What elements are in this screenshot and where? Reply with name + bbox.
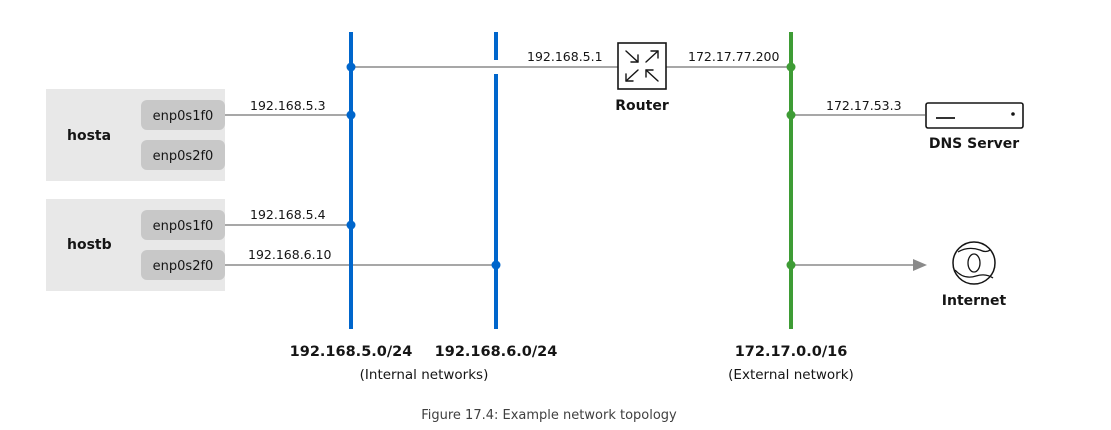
- internet-label: Internet: [942, 293, 1007, 309]
- host-hostb: hostb enp0s1f0 enp0s2f0: [46, 199, 225, 291]
- junction-dot: [786, 110, 796, 120]
- ip-label-hosta-nic1: 192.168.5.3: [250, 98, 326, 113]
- globe-icon: [952, 241, 996, 285]
- wires: [225, 66, 927, 271]
- junction-dot: [786, 260, 796, 270]
- figure-caption: Figure 17.4: Example network topology: [421, 408, 677, 423]
- nic-enp0s1f0: [141, 100, 225, 130]
- junction-dot: [786, 62, 796, 72]
- nic-enp0s2f0: [141, 250, 225, 280]
- internal-networks-label: (Internal networks): [360, 367, 489, 383]
- ip-label-hostb-nic2: 192.168.6.10: [248, 247, 332, 262]
- network-cidr-label: 172.17.0.0/16: [735, 344, 848, 360]
- nic-label: enp0s1f0: [153, 109, 214, 124]
- ip-label-dns: 172.17.53.3: [826, 98, 902, 113]
- host-name: hostb: [67, 237, 112, 253]
- junction-dot: [346, 220, 356, 230]
- server-icon: [925, 102, 1024, 129]
- nic-enp0s1f0: [141, 210, 225, 240]
- external-network-label: (External network): [728, 367, 854, 383]
- nic-enp0s2f0: [141, 140, 225, 170]
- nic-label: enp0s2f0: [153, 259, 214, 274]
- ip-label-hostb-nic1: 192.168.5.4: [250, 207, 326, 222]
- ip-label-router-internal: 192.168.5.1: [527, 49, 603, 64]
- ip-label-router-external: 172.17.77.200: [688, 49, 779, 64]
- router-label: Router: [615, 98, 669, 114]
- junction-dot: [346, 110, 356, 120]
- arrowhead-internet: [913, 259, 927, 271]
- junction-dot: [346, 62, 356, 72]
- router-icon: [617, 42, 667, 90]
- network-cidr-label: 192.168.6.0/24: [435, 344, 558, 360]
- host-name: hosta: [67, 128, 111, 144]
- junction-dot: [491, 260, 501, 270]
- nic-label: enp0s2f0: [153, 149, 214, 164]
- nic-label: enp0s1f0: [153, 219, 214, 234]
- network-cidr-label: 192.168.5.0/24: [290, 344, 413, 360]
- dns-server-label: DNS Server: [929, 136, 1019, 152]
- host-hosta: hosta enp0s1f0 enp0s2f0: [46, 89, 225, 181]
